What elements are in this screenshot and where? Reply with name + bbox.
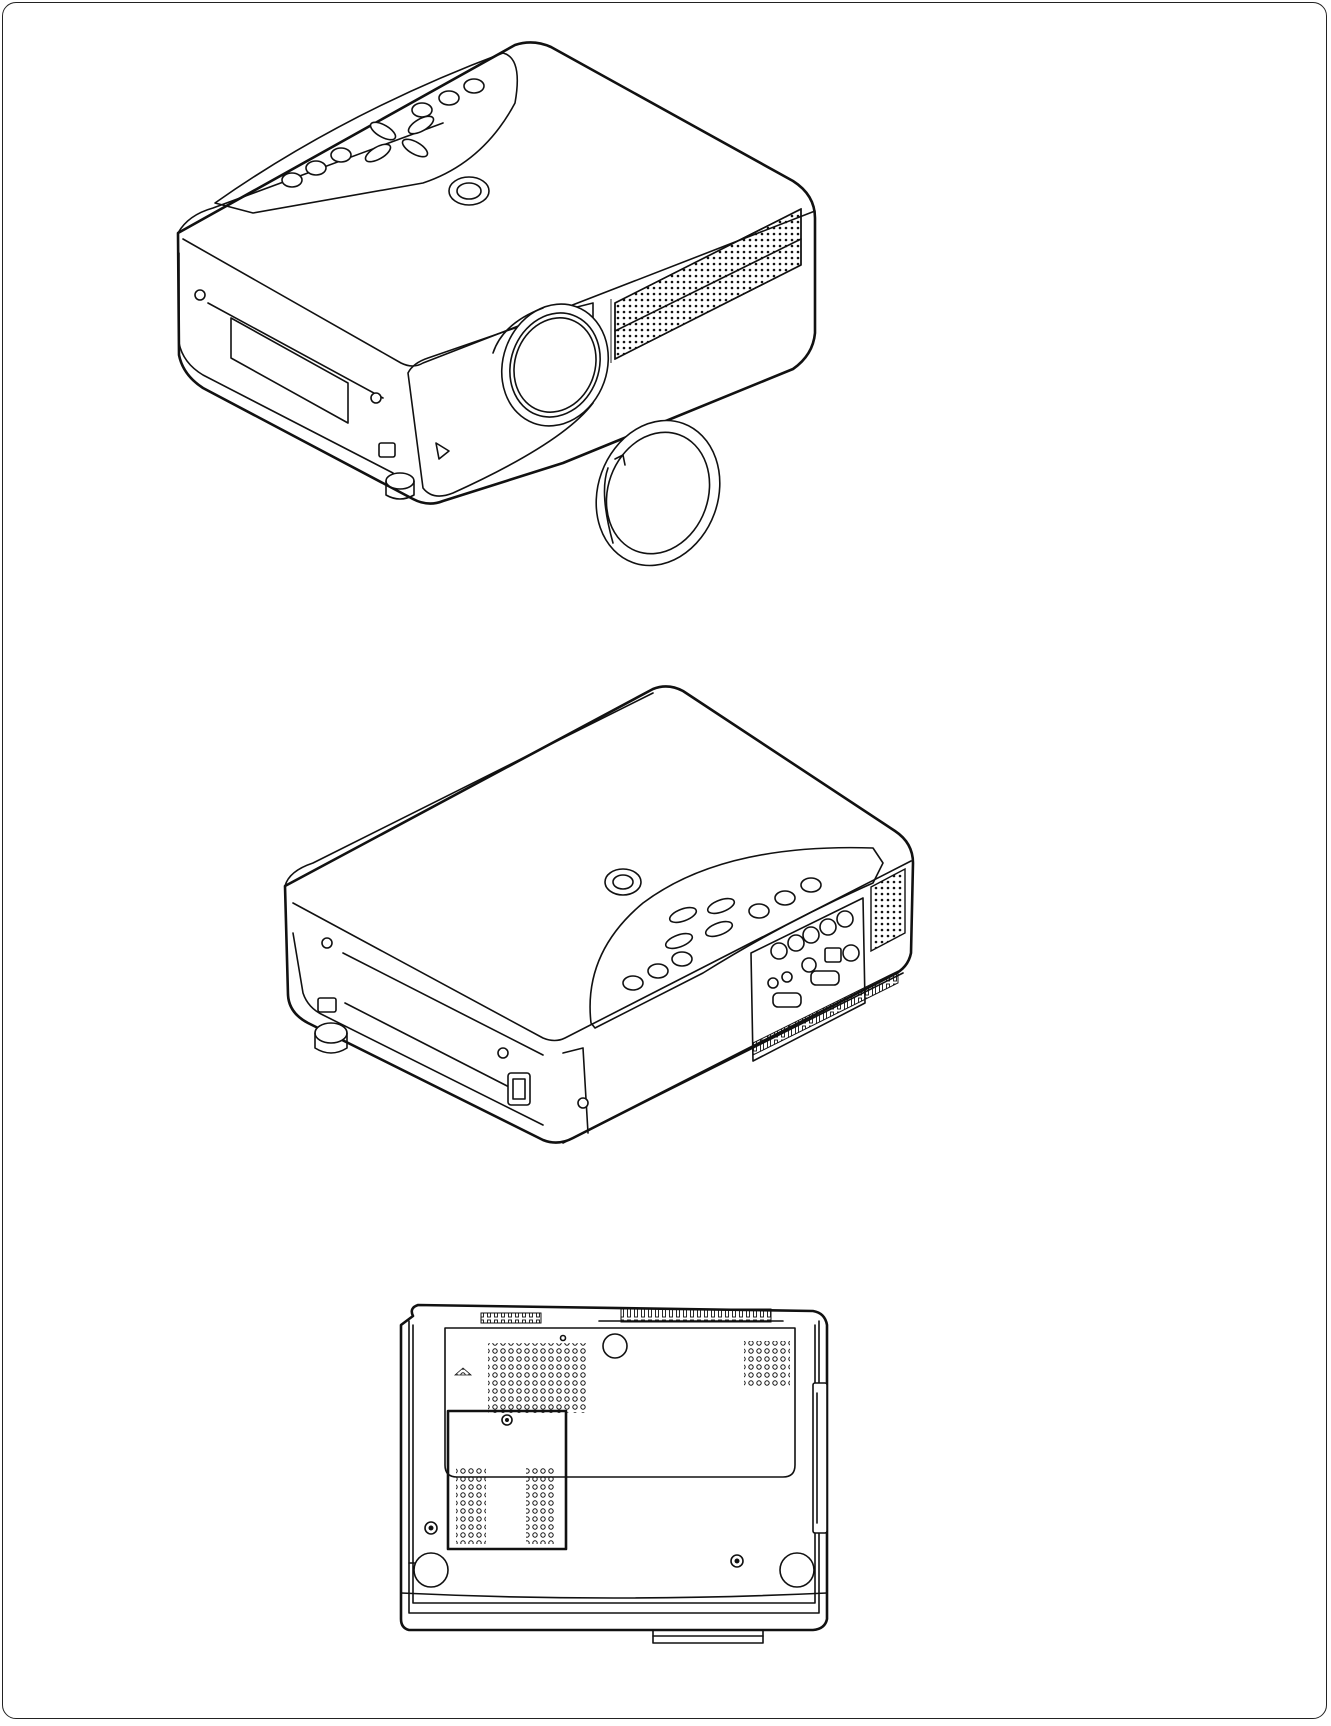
projector-views [176, 41, 915, 1644]
projector-bottom-illustration [399, 1303, 829, 1644]
projector-rear-illustration [283, 685, 915, 1144]
projector-front-illustration [176, 41, 817, 567]
lens-cap-icon [595, 419, 721, 567]
